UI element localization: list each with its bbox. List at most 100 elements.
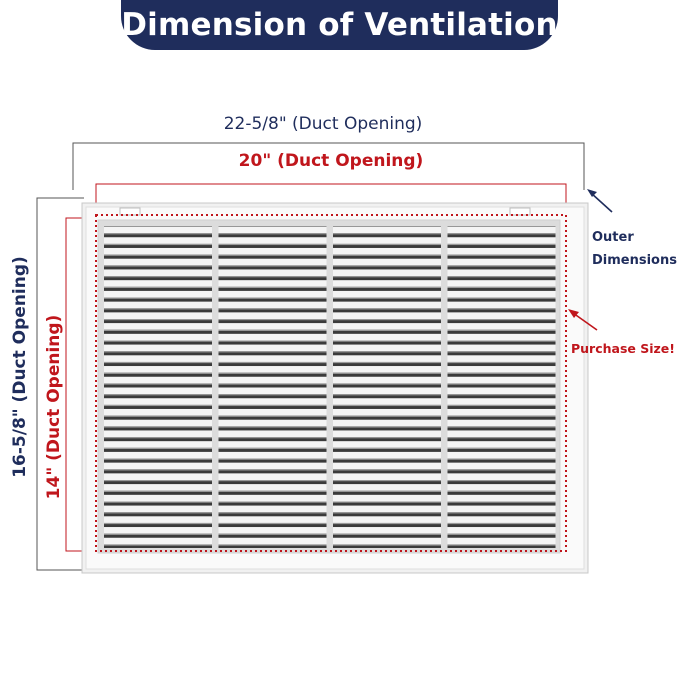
louver-blade [447,408,556,416]
louver-shadow [104,501,212,503]
louver-shadow [447,340,556,342]
louver-shadow [218,297,327,299]
louver-blade [333,516,441,523]
louver-shadow [447,404,556,407]
louver-blade [218,398,327,405]
outer-width-label: 22-5/8" (Duct Opening) [223,114,423,134]
louver-blade [104,462,212,470]
louver-shadow [333,522,441,525]
louver-shadow [447,297,556,299]
louver-blade [447,312,556,320]
louver-blade [104,408,212,416]
louver-shadow [218,501,327,503]
inner-width-bracket [95,183,567,215]
louver-blade [104,537,212,545]
louver-shadow [333,243,441,246]
louver-shadow [104,512,212,514]
louver-shadow [104,351,212,353]
louver-shadow [218,361,327,364]
louver-shadow [104,243,212,246]
louver-blade [104,269,212,277]
louver-shadow [104,394,212,396]
louver-blade [104,451,212,459]
louver-blade [218,484,327,491]
louver-shadow [218,404,327,407]
louver-blade [333,441,441,448]
louver-shadow [333,426,441,428]
louver-blade [447,462,556,470]
top-right-clip [509,207,531,216]
louver-blade [333,280,441,287]
louver-shadow [333,319,441,321]
purchase-size-outline [95,214,567,552]
title-banner: Dimension of Ventilation [121,0,558,50]
louver-shadow [104,329,212,331]
louver-shadow [447,265,556,267]
louver-blade [333,419,441,427]
louver-blade [218,226,327,234]
louver-blade [333,366,441,373]
louver-blade [104,516,212,523]
louver-shadow [447,415,556,417]
louver-shadow [104,233,212,235]
louver-shadow [104,458,212,460]
louver-blade [104,344,212,352]
louver-shadow [447,361,556,364]
louver-shadow [104,544,212,546]
louver-blade [333,269,441,277]
louver-shadow [447,372,556,374]
louver-shadow [333,340,441,342]
louver-shadow [333,351,441,353]
louver-blade [447,247,556,255]
vent-grille [81,202,589,574]
louver-shadow [104,319,212,321]
louver-blade [104,247,212,255]
louver-blade [333,473,441,481]
purchase-size-arrow [568,309,598,331]
outer-height-label: 16-5/8" (Duct Opening) [10,256,30,478]
louver-blade [218,537,327,545]
louver-blade [333,408,441,416]
louver-blade [447,344,556,352]
louver-shadow [447,522,556,525]
louver-blade [104,280,212,287]
louver-shadow [218,415,327,417]
louver-shadow [218,276,327,278]
louver-blade [104,323,212,330]
louver-shadow [333,372,441,374]
louver-shadow [104,522,212,525]
louver-shadow [104,340,212,342]
louver-shadow [447,458,556,460]
louver-shadow [447,501,556,503]
louver-shadow [104,372,212,374]
louver-shadow [104,426,212,428]
louver-blade [447,366,556,373]
louver-blade [104,419,212,427]
louver-blade [218,333,327,341]
louver-shadow [333,458,441,460]
louver-blade [333,505,441,513]
louver-blade [447,301,556,309]
louver-shadow [218,469,327,471]
louver-blade [104,441,212,448]
louver-blade [218,323,327,330]
louver-shadow [447,426,556,428]
louver-blade [218,366,327,373]
outer-dimensions-callout: Outer Dimensions [592,226,677,272]
louver-blade [218,516,327,523]
louver-blade [447,258,556,266]
louver-blade [447,430,556,438]
louver-blade [447,451,556,459]
louver-shadow [333,533,441,535]
louver-blade [218,280,327,287]
louver-shadow [104,286,212,289]
louver-blade [333,290,441,298]
louver-blade [447,494,556,502]
louver-shadow [218,447,327,450]
louver-shadow [333,480,441,482]
louver-shadow [447,447,556,450]
louver-blade [333,527,441,534]
louver-blade [104,366,212,373]
outer-height-bracket [36,197,84,571]
louver-column [104,226,212,548]
